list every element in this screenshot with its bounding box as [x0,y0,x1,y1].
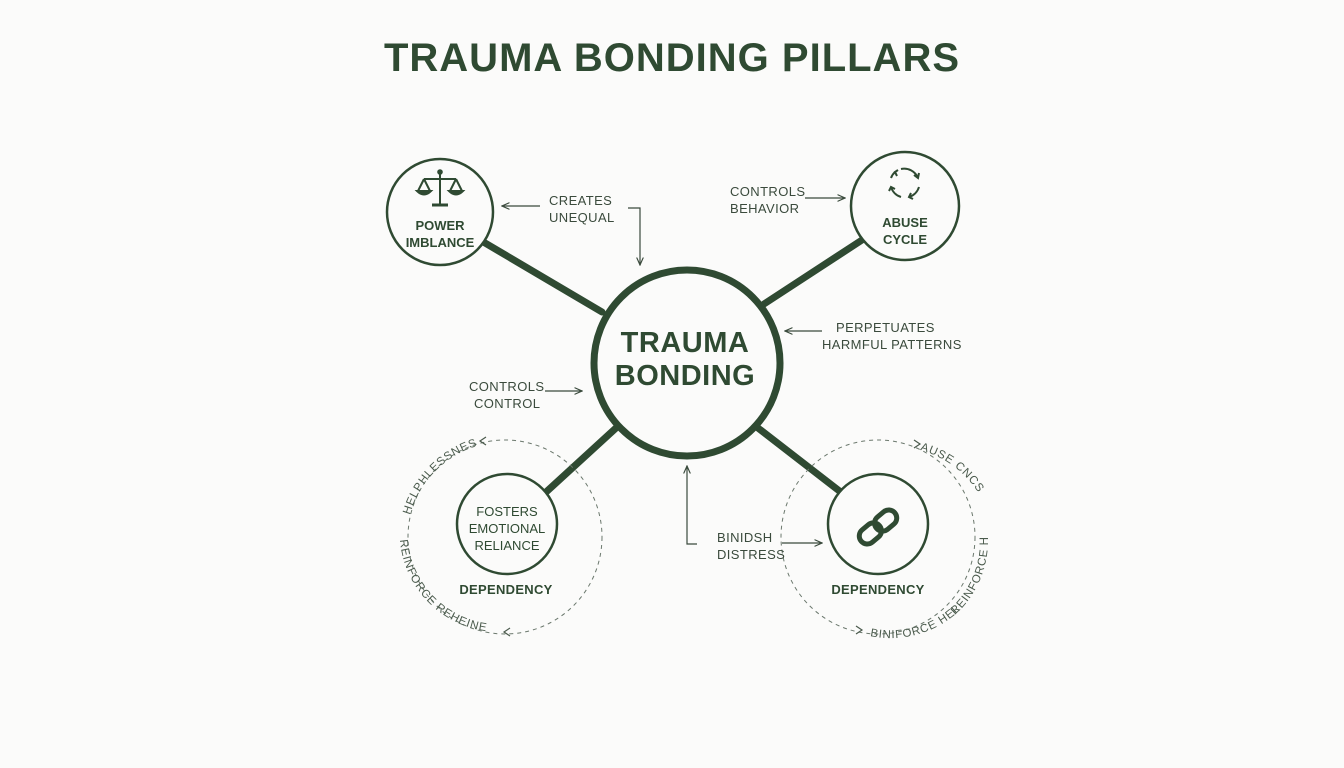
abuse-cycle-node [849,150,961,262]
orbit-arrowhead [478,436,487,446]
center-node [590,266,784,460]
center-label-line1: TRAUMA [620,327,750,359]
dashed-orbit-left [407,439,603,635]
cycle-arrows-icon [888,167,920,200]
dependency-left-node [455,472,559,576]
annotation-controls-control: CONTROLS CONTROL [469,379,545,411]
arc-text-left-top: HELPHLESSNESS [0,0,479,516]
annotation-distress: BINIDSH DISTRESS [717,530,786,562]
arc-text-right-top: AUSE CNCS [919,441,986,494]
spoke-abuse [760,236,866,308]
chain-link-icon [856,507,900,547]
diagram-title: TRAUMA BONDING PILLARS [383,36,961,80]
power-imbalance-node [385,157,495,267]
orbit-arrowhead [913,439,922,449]
abuse-cycle-label: ABUSE CYCLE [882,215,928,247]
orbit-arrowhead [502,627,511,637]
dependency-left-label: DEPENDENCY [459,582,553,597]
dashed-orbit-right [780,439,976,635]
center-node-label: TRAUMA BONDING [590,327,780,393]
power-imbalance-label: POWER IMBLANCE [405,218,475,250]
arrow-distress-up [687,466,697,545]
dependency-left-inner-label: FOSTERS EMOTIONAL RELIANCE [468,504,546,553]
annotation-controls-behavior: CONTROLS BEHAVIOR [730,184,806,216]
dependency-right-label: DEPENDENCY [831,582,925,597]
spoke-dependency-left [541,424,620,497]
annotation-perpetuates: PERPETUATES HARMFUL PATTERNS [822,320,962,352]
arrow-unequal-down [628,207,640,265]
spoke-dependency-right [754,424,846,497]
spoke-power [476,236,606,316]
orbit-arrowhead [855,625,864,635]
center-label-line2: BONDING [614,360,756,392]
annotation-creates-unequal: CREATES UNEQUAL [549,193,615,225]
scales-icon [414,169,466,207]
